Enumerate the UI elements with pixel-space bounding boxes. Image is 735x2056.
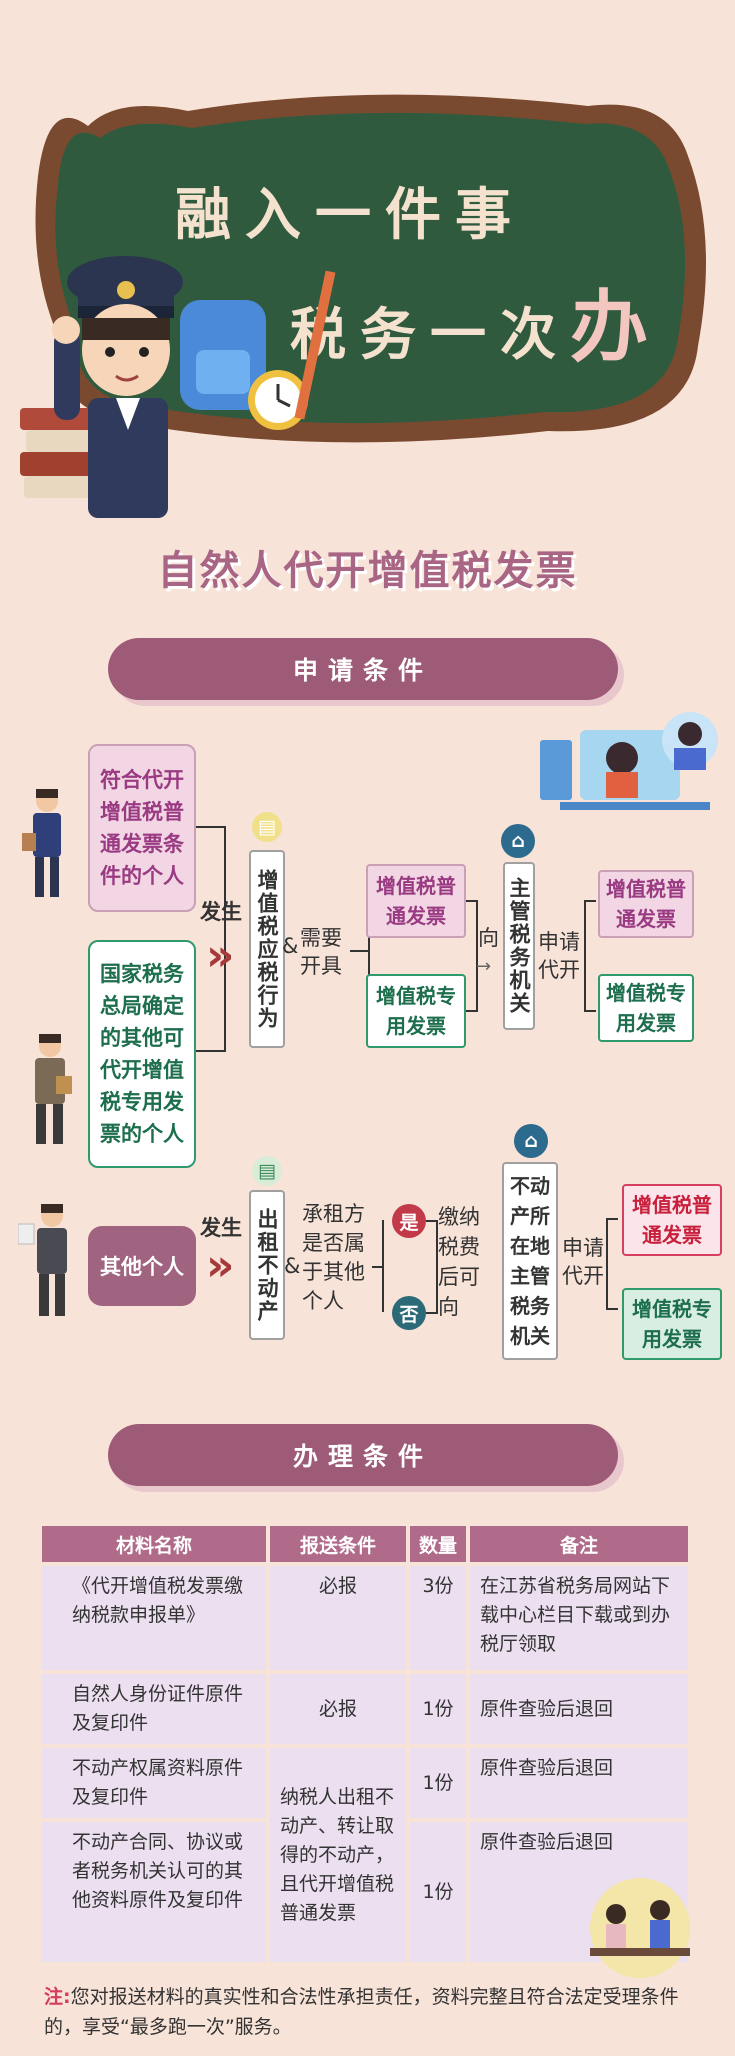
amp-label-2: &	[284, 1254, 301, 1278]
common-invoice-box: 增值税普通发票	[366, 864, 466, 938]
banner-line2: 税务一次办	[290, 282, 663, 373]
table-row: 不动产权属资料原件及复印件 纳税人出租不动产、转让取得的不动产，且代开增值税普通…	[42, 1748, 688, 1962]
tax-office-icon-2: ⌂	[514, 1124, 548, 1158]
no-badge: 否	[392, 1296, 426, 1330]
section-header-processing: 办理条件	[108, 1424, 618, 1486]
materials-table: 材料名称 报送条件 数量 备注 《代开增值税发票缴纳税款申报单》 必报 3份 在…	[38, 1522, 692, 1966]
header-quantity: 数量	[410, 1526, 466, 1562]
eligible-person-box: 符合代开增值税普通发票条件的个人	[88, 744, 196, 912]
person-icon	[35, 1034, 72, 1144]
special-invoice-result-box: 增值税专用发票	[598, 974, 694, 1042]
document-icon: ▤	[252, 812, 282, 842]
other-person-box: 其他个人	[88, 1226, 196, 1306]
person-icon	[22, 789, 61, 897]
person-icon	[18, 1204, 67, 1316]
special-invoice-box: 增值税专用发票	[366, 974, 466, 1048]
designated-person-box: 国家税务总局确定的其他可代开增值税专用发票的个人	[88, 940, 196, 1168]
service-desk-illustration-icon	[540, 712, 718, 810]
apply-label: 申请代开	[538, 930, 580, 982]
page-title: 自然人代开增值税发票	[157, 548, 578, 594]
document-icon-2: ▤	[252, 1156, 282, 1186]
lessor-question-label: 承租方是否属于其他个人	[302, 1202, 365, 1313]
amp-label: &	[282, 934, 299, 958]
tax-office-icon: ⌂	[501, 824, 535, 858]
meeting-illustration-icon	[590, 1878, 690, 1978]
arrow-icon: »	[206, 930, 235, 981]
table-row: 自然人身份证件原件及复印件 必报 1份 原件查验后退回	[42, 1674, 688, 1744]
special-invoice-result-box-2: 增值税专用发票	[622, 1288, 722, 1360]
section-header-application: 申请条件	[108, 638, 618, 700]
officer-illustration-icon	[20, 256, 336, 518]
taxable-act-box: 增值税应税行为	[249, 850, 285, 1048]
table-row: 《代开增值税发票缴纳税款申报单》 必报 3份 在江苏省税务局网站下载中心栏目下载…	[42, 1566, 688, 1670]
table-row: 不动产合同、协议或者税务机关认可的其他资料原件及复印件 1份 原件查验后退回	[42, 1822, 688, 1962]
arrow-right-icon: →	[476, 956, 492, 977]
to-label: 向	[478, 926, 499, 950]
banner-line1: 融入一件事	[175, 182, 525, 248]
local-tax-authority-box: 不动产所在地主管税务机关	[502, 1162, 558, 1360]
header-material: 材料名称	[42, 1526, 266, 1562]
pay-fee-label: 缴纳税费后可向	[438, 1205, 480, 1319]
header-remark: 备注	[470, 1526, 688, 1562]
occur-label-2: 发生	[200, 1216, 242, 1240]
common-invoice-result-box: 增值税普通发票	[598, 870, 694, 938]
arrow-icon-2: »	[206, 1240, 235, 1291]
yes-badge: 是	[392, 1204, 426, 1238]
footnote: 注:您对报送材料的真实性和合法性承担责任，资料完整且符合法定受理条件的，享受“最…	[44, 1986, 679, 2038]
tax-authority-box: 主管税务机关	[503, 862, 535, 1030]
need-issue-label: 需要开具	[300, 926, 342, 978]
lease-property-box: 出租不动产	[249, 1190, 285, 1340]
apply-label-2: 申请代开	[562, 1236, 604, 1288]
common-invoice-result-box-2: 增值税普通发票	[622, 1184, 722, 1256]
header-condition: 报送条件	[270, 1526, 406, 1562]
occur-label: 发生	[200, 900, 242, 924]
